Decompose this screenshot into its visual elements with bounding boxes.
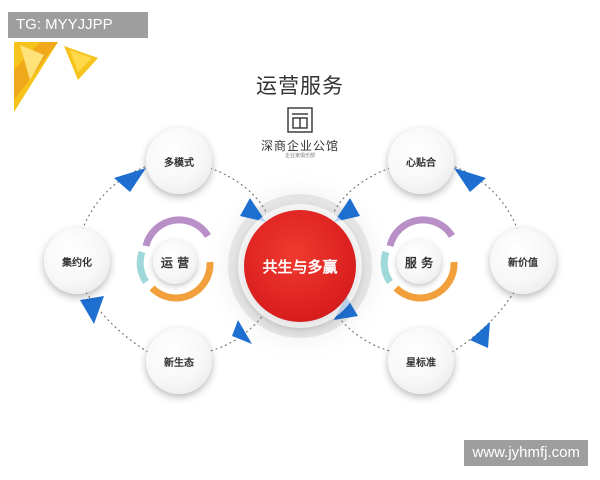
arrow-right-center-top (334, 198, 360, 222)
diagram-title: 运营服务 (256, 74, 344, 98)
building-seal-icon (287, 107, 313, 133)
arrow-left-bottom (80, 296, 104, 324)
arrow-left-center-top (240, 198, 266, 222)
center-circle: 共生与多赢 (244, 210, 356, 322)
node-heart-fit: 心贴合 (388, 128, 454, 194)
corner-decoration (14, 42, 98, 112)
arrow-left-top (114, 168, 146, 192)
logo-subtitle: 企业家俱乐部 (284, 153, 315, 159)
watermark-top: TG: MYYJJPP (8, 12, 148, 38)
node-intensive: 集约化 (44, 228, 110, 294)
right-hub-arcs (380, 216, 458, 302)
flow-arrows (80, 168, 490, 348)
watermark-bottom: www.jyhmfj.com (464, 440, 588, 466)
left-hub-arcs (136, 216, 214, 302)
left-cycle-path (79, 164, 267, 353)
node-multi-mode: 多模式 (146, 128, 212, 194)
left-hub: 运 营 (153, 240, 197, 284)
node-star-standard: 星标准 (388, 328, 454, 394)
node-new-ecology: 新生态 (146, 328, 212, 394)
right-hub: 服 务 (397, 240, 441, 284)
arrow-right-center-bottom (334, 296, 358, 320)
arrow-right-top (454, 168, 486, 192)
node-new-value: 新价值 (490, 228, 556, 294)
arrow-left-center-bottom (232, 320, 252, 344)
logo-name: 深商企业公馆 (260, 139, 339, 153)
arrow-right-bottom (470, 322, 490, 348)
